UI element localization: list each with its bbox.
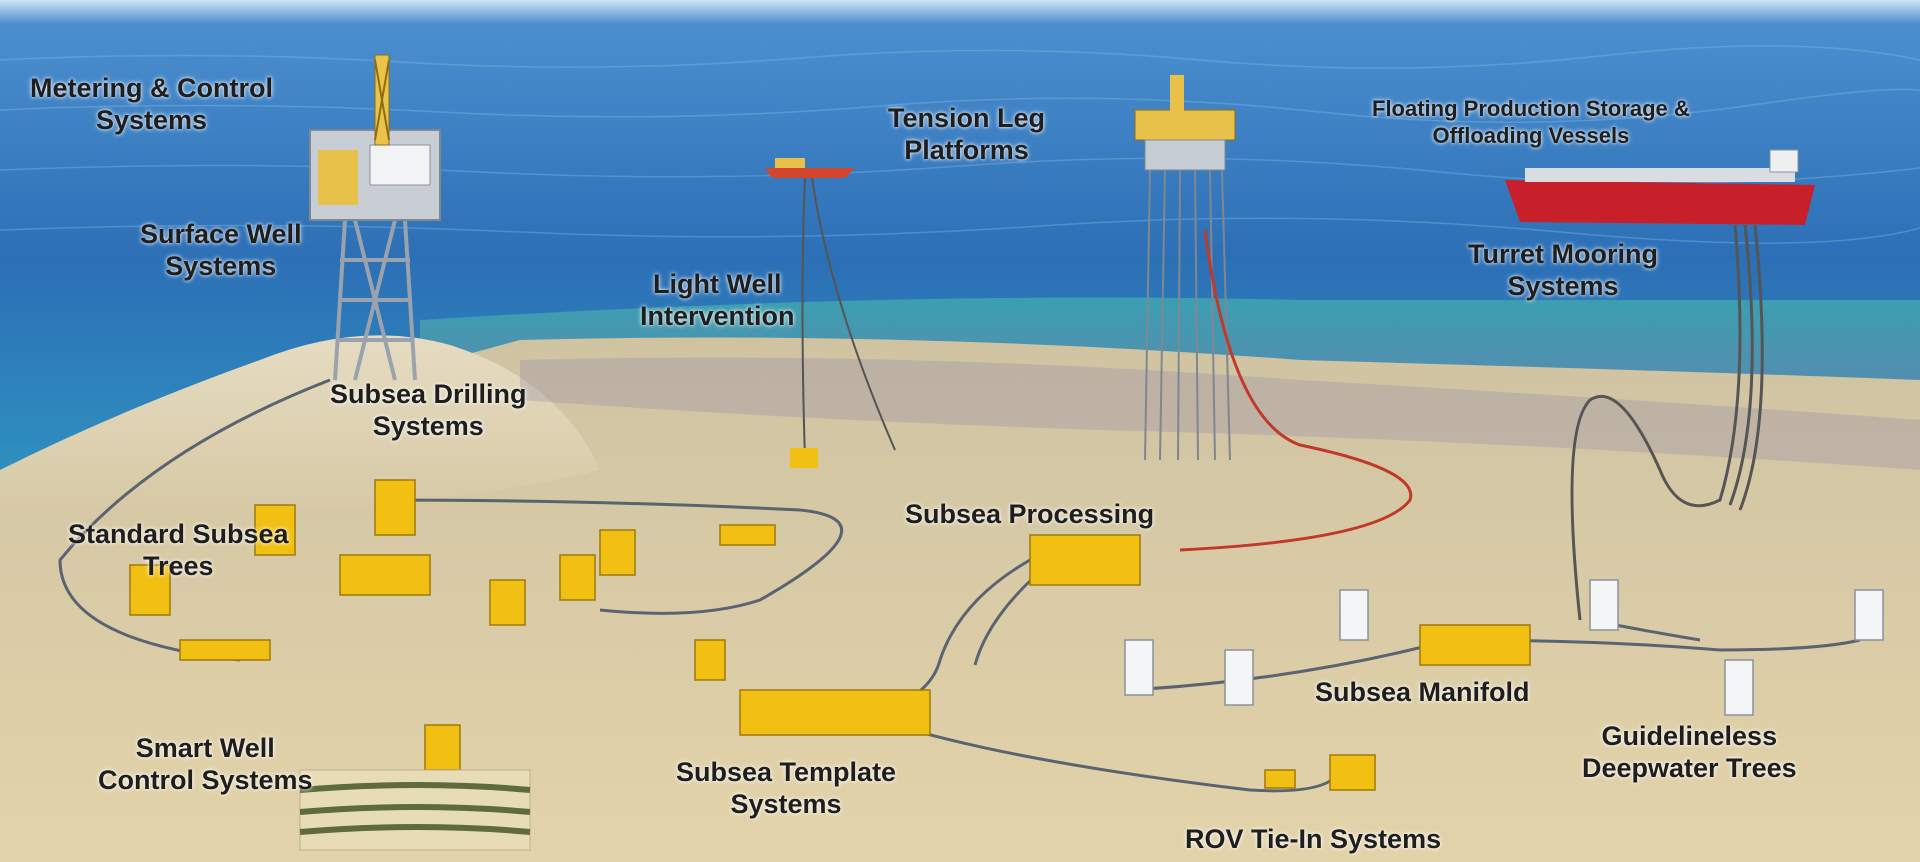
- platform-module: [318, 150, 358, 205]
- label-line: Subsea Processing: [905, 499, 1155, 529]
- seabed-hill: [0, 335, 600, 520]
- template-unit: [739, 689, 931, 736]
- label-line: Systems: [372, 411, 484, 441]
- intervention-vessel: [765, 158, 896, 468]
- tree-unit: [489, 579, 526, 626]
- label-line: Control Systems: [98, 765, 313, 795]
- label-line: Systems: [730, 789, 842, 819]
- tree-unit: [129, 564, 171, 616]
- smart-well-unit: [424, 724, 461, 771]
- label-line: Floating Production Storage &: [1372, 96, 1690, 121]
- manifold-unit: [1419, 624, 1531, 666]
- label-light-well-intervention: Light Well Intervention: [640, 268, 795, 332]
- rov-tiein-unit: [1264, 769, 1296, 789]
- label-line: Platforms: [904, 135, 1029, 165]
- turret-risers: [1570, 224, 1764, 621]
- label-metering-control-systems: Metering & Control Systems: [30, 72, 273, 136]
- label-line: Intervention: [640, 301, 795, 331]
- label-turret-mooring-systems: Turret Mooring Systems: [1468, 238, 1658, 302]
- tlp-export-riser: [1179, 229, 1413, 552]
- label-subsea-template-systems: Subsea Template Systems: [676, 756, 896, 820]
- derrick-truss: [374, 59, 390, 141]
- equipment-units: [129, 479, 1531, 791]
- label-line: Tension Leg: [888, 103, 1046, 133]
- tree-unit: [599, 529, 636, 576]
- label-surface-well-systems: Surface Well Systems: [140, 218, 302, 282]
- fixed-platform: [309, 54, 441, 381]
- label-smart-well-control-systems: Smart Well Control Systems: [98, 732, 313, 796]
- label-line: Subsea Drilling: [330, 379, 527, 409]
- label-guidelineless-deepwater-trees: Guidelineless Deepwater Trees: [1582, 720, 1797, 784]
- label-line: Offloading Vessels: [1432, 123, 1630, 148]
- label-subsea-drilling-systems: Subsea Drilling Systems: [330, 378, 527, 442]
- tlp-tendons: [1144, 169, 1231, 461]
- label-line: Light Well: [653, 269, 782, 299]
- label-line: Subsea Manifold: [1315, 677, 1530, 707]
- label-standard-subsea-trees: Standard Subsea Trees: [68, 518, 289, 582]
- label-line: Standard Subsea: [68, 519, 289, 549]
- seabed-shadow: [520, 357, 1920, 470]
- jacket-legs: [333, 219, 417, 381]
- label-line: Metering & Control: [30, 73, 273, 103]
- label-line: Systems: [165, 251, 277, 281]
- label-line: Guidelineless: [1601, 721, 1778, 751]
- label-subsea-processing: Subsea Processing: [905, 498, 1154, 530]
- label-fpso: Floating Production Storage & Offloading…: [1372, 95, 1690, 149]
- pump-skid: [719, 524, 776, 546]
- reservoir-cutaway: [299, 769, 531, 851]
- template-base: [339, 554, 431, 596]
- label-line: Turret Mooring: [1468, 239, 1658, 269]
- fpso-vessel: [1505, 149, 1815, 621]
- tree-unit: [254, 504, 296, 556]
- processing-unit: [1029, 534, 1141, 586]
- label-line: ROV Tie-In Systems: [1185, 824, 1442, 854]
- rov-unit: [1329, 754, 1376, 791]
- label-line: Surface Well: [140, 219, 302, 249]
- intervention-riser: [801, 177, 896, 461]
- flowlines: [58, 378, 1861, 793]
- label-line: Systems: [95, 105, 208, 135]
- label-rov-tie-in-systems: ROV Tie-In Systems: [1185, 823, 1441, 855]
- label-line: Systems: [1507, 271, 1619, 301]
- guidelineless-trees: [1124, 579, 1884, 716]
- tree-base: [179, 639, 271, 661]
- label-line: Smart Well: [135, 733, 275, 763]
- tree-unit: [374, 479, 416, 536]
- label-line: Subsea Template: [676, 757, 897, 787]
- label-line: Deepwater Trees: [1582, 753, 1797, 783]
- label-line: Trees: [143, 551, 214, 581]
- tension-leg-platform: [1134, 75, 1413, 552]
- label-subsea-manifold: Subsea Manifold: [1315, 676, 1530, 708]
- platform-module-2: [369, 144, 431, 186]
- label-tension-leg-platforms: Tension Leg Platforms: [888, 102, 1045, 166]
- tree-unit: [694, 639, 726, 681]
- tree-unit: [559, 554, 596, 601]
